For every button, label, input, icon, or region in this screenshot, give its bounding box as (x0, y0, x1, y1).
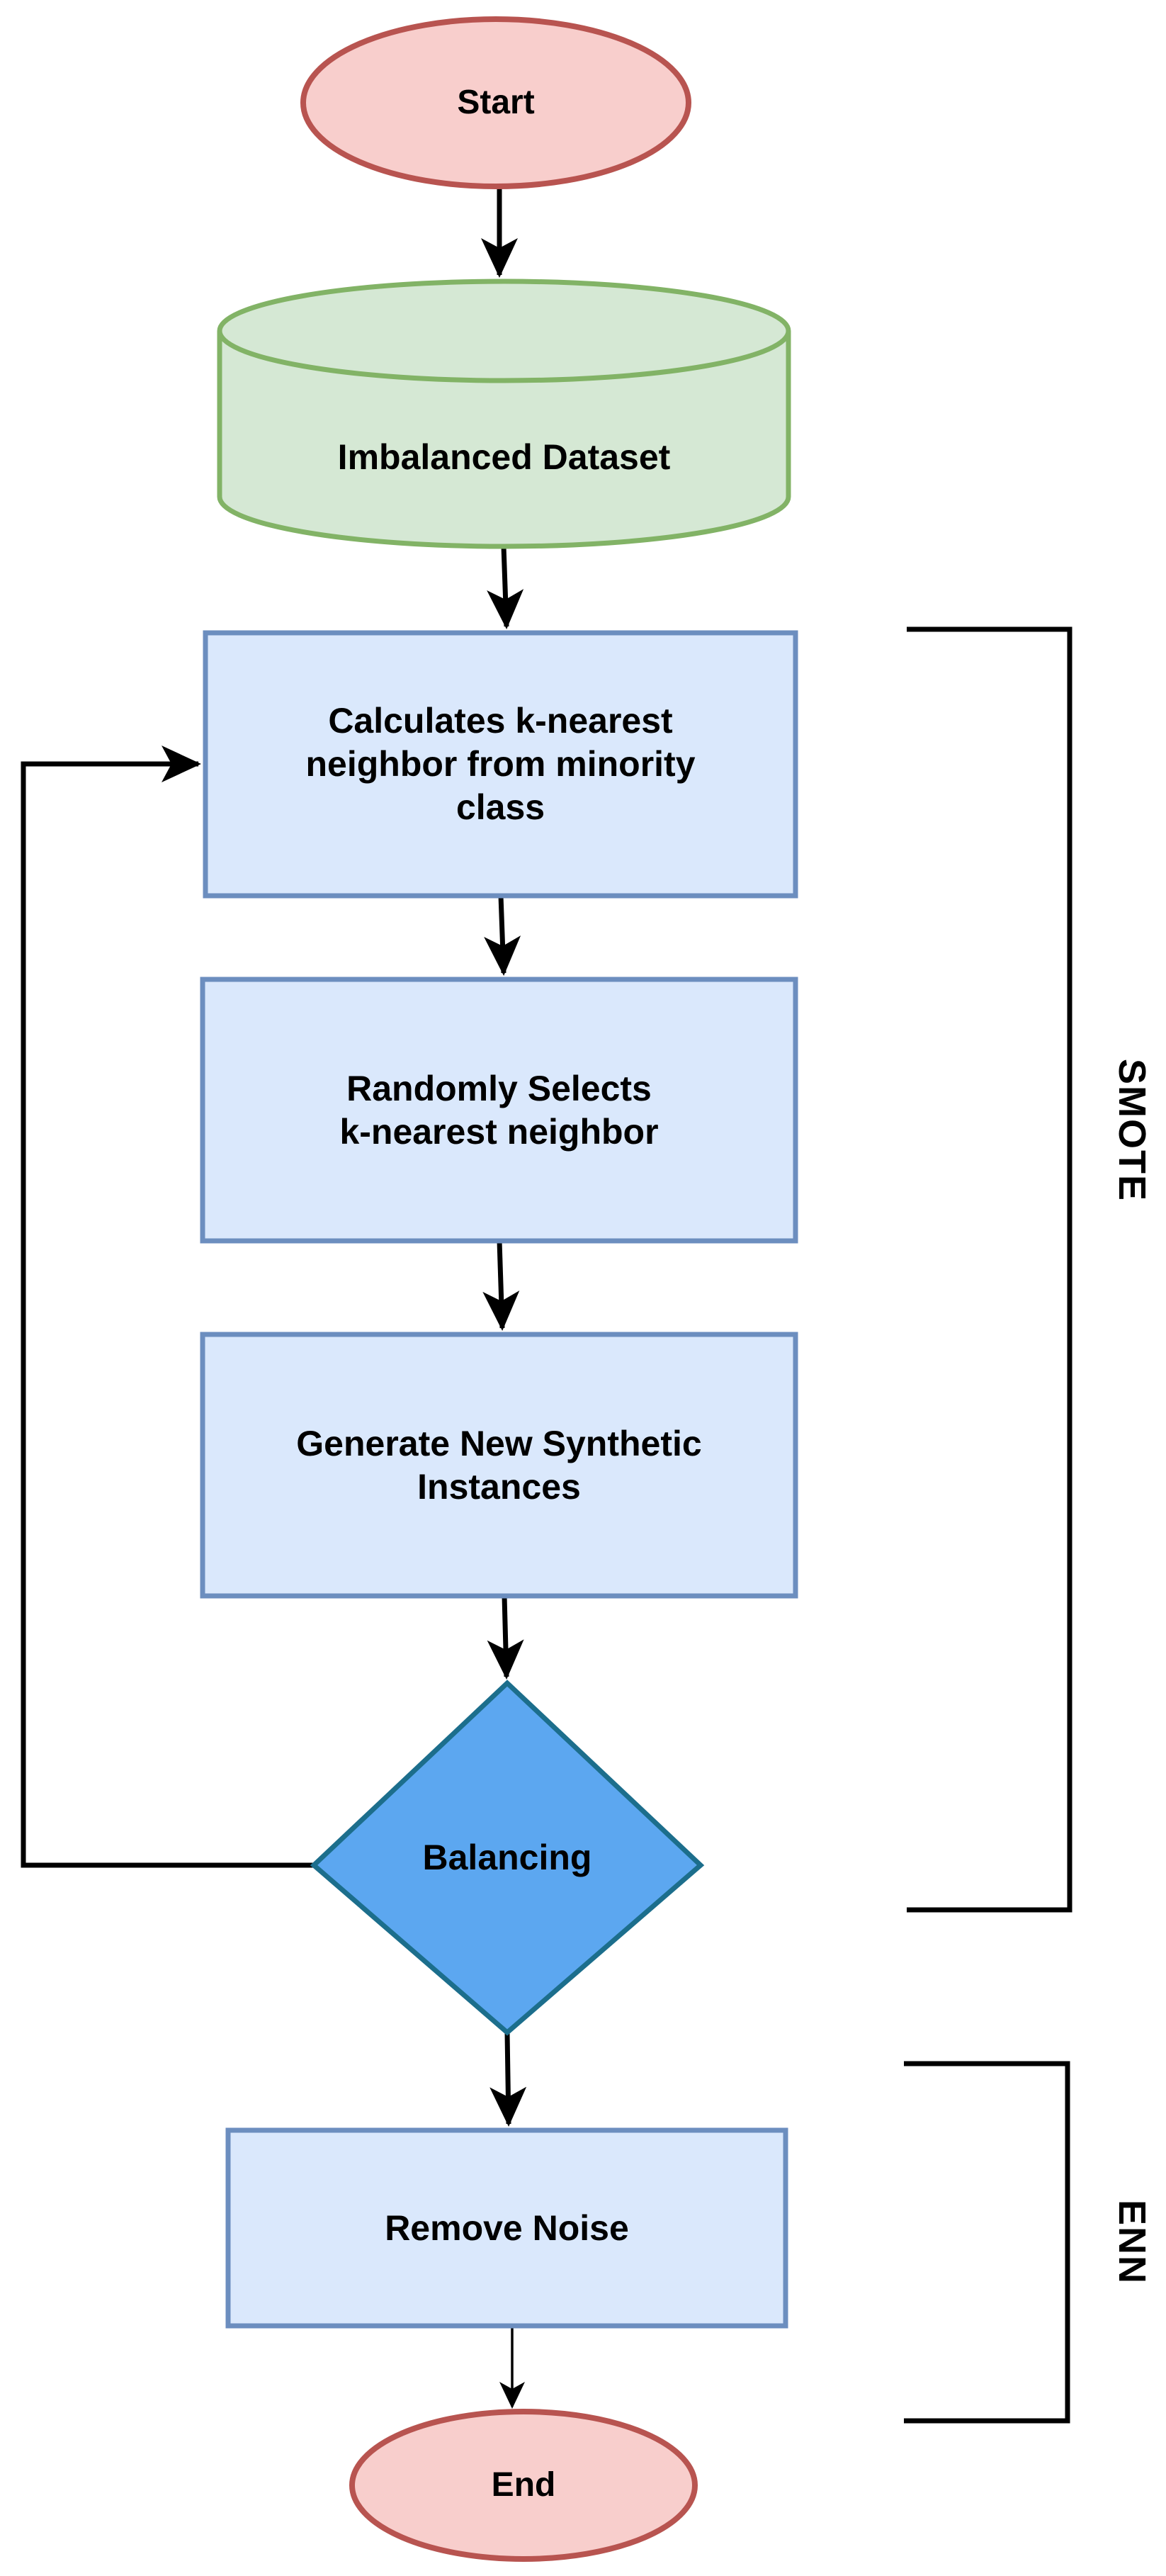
dataset-cylinder-shape (217, 279, 791, 549)
decision-diamond-shape (310, 1680, 705, 2036)
end-terminator-shape (349, 2409, 698, 2562)
edge-step2-to-step3 (482, 1240, 520, 1331)
dataset-label: Imbalanced Dataset (337, 437, 671, 477)
step4-label: Remove Noise (385, 2207, 629, 2248)
edge-step3-to-decision (487, 1595, 524, 1680)
step4-process-shape (225, 2127, 788, 2329)
dataset-cylinder-rim (217, 330, 791, 383)
step3-process-shape (200, 1332, 798, 1599)
end-label: End (491, 2465, 556, 2504)
decision-label: Balancing (422, 1838, 592, 1877)
edge-dataset-to-step1 (487, 546, 524, 629)
smote-group-label: SMOTE (1110, 1058, 1153, 1202)
step1-label: Calculates k-nearest neighbor from minor… (305, 701, 696, 827)
step2-label: Randomly Selects k-nearest neighbor (339, 1068, 659, 1152)
edge-decision-to-step4 (489, 2032, 527, 2127)
start-terminator-shape (300, 16, 691, 189)
start-label: Start (457, 83, 535, 121)
step3-label: Generate New Synthetic Instances (296, 1423, 702, 1507)
edge-step1-to-step2 (484, 895, 521, 976)
enn-group-bracket (904, 2061, 1070, 2424)
smote-group-bracket (907, 626, 1072, 1913)
enn-group-label: ENN (1110, 2199, 1153, 2285)
edge-decision-feedback-loop (21, 746, 314, 1868)
step2-process-shape (200, 977, 798, 1244)
step1-process-shape (203, 630, 798, 899)
